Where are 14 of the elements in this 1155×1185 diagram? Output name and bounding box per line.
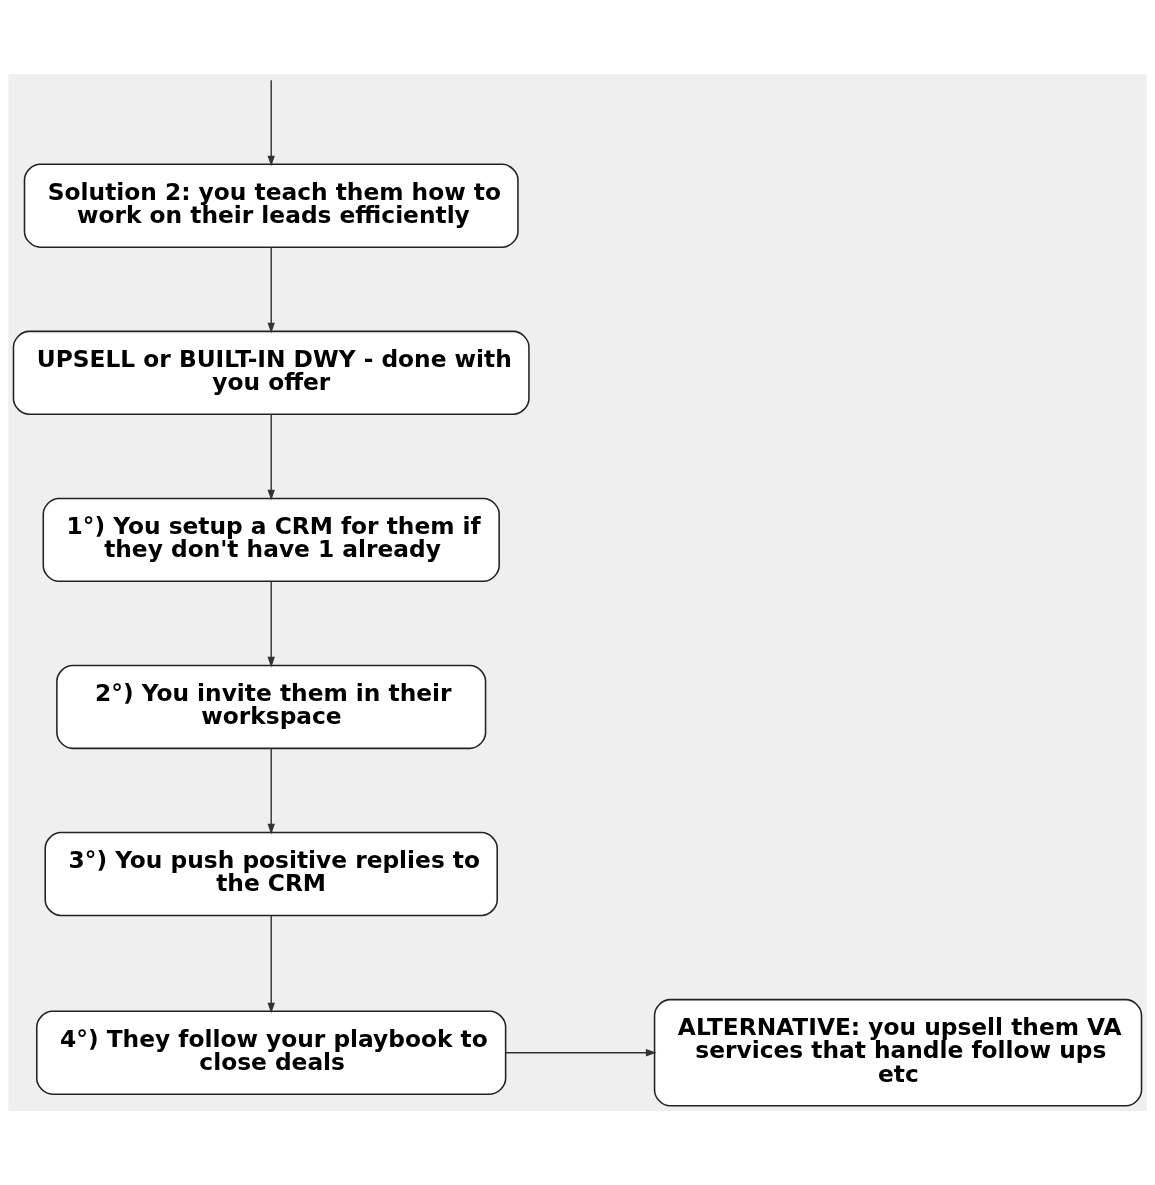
node-box: 2°) You invite them in their workspace [56, 664, 487, 750]
arrow [267, 747, 275, 835]
node-box: ALTERNATIVE: you upsell them VA services that handle follow ups etc [653, 998, 1143, 1107]
node-box: 1°) You setup a CRM for them if they don't have 1 already [42, 497, 500, 583]
node-box: 3°) You push positive replies to the CRM [44, 831, 498, 917]
node-box: Solution 2: you teach them how to work on their leads efficiently [23, 163, 519, 248]
arrow [267, 915, 275, 1014]
arrow [267, 79, 275, 167]
node-box: UPSELL or BUILT-IN DWY - done with you offer [12, 330, 530, 415]
arrow [267, 580, 275, 668]
arrow [504, 1049, 657, 1057]
arrow [267, 246, 275, 334]
node-box: 4°) They follow your playbook to close deals [36, 1010, 507, 1095]
arrow [267, 413, 275, 501]
